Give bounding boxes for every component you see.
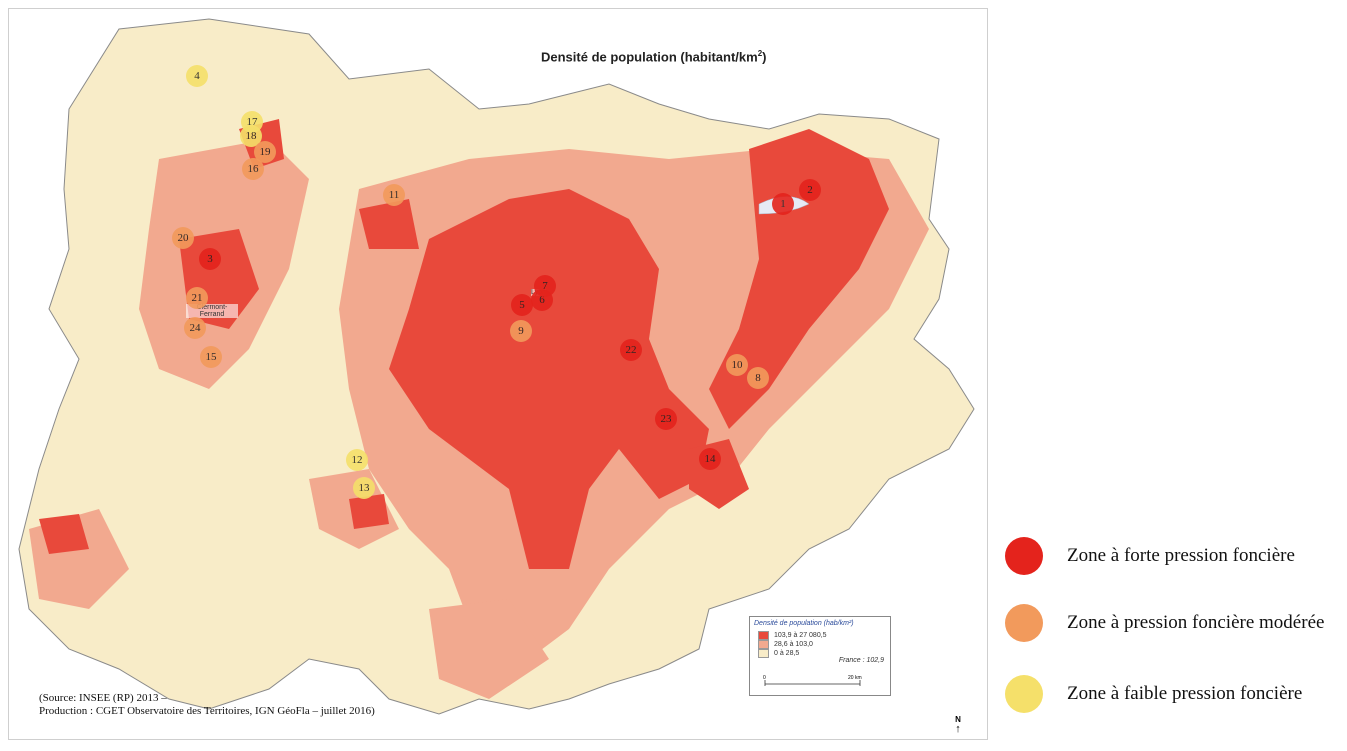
zone-marker-18: 18 [240,125,262,147]
map-title: Densité de population (habitant/km2) [541,49,767,65]
density-class-label: 103,9 à 27 080,5 [774,632,827,639]
zone-marker-3: 3 [199,248,221,270]
source-line-1: (Source: INSEE (RP) 2013 – [39,692,167,704]
scale-bar: 0 20 km [763,675,862,686]
zone-marker-10: 10 [726,354,748,376]
zone-marker-19: 19 [254,141,276,163]
north-arrow: N ↑ [951,715,965,735]
pressure-legend-item-moderee: Zone à pression foncière modérée [1005,604,1337,642]
density-legend-row-high: 103,9 à 27 080,5 [750,631,890,640]
zone-marker-9: 9 [510,320,532,342]
pressure-legend-label: Zone à pression foncière modérée [1067,612,1325,633]
pressure-legend-label: Zone à faible pression foncière [1067,683,1303,704]
zone-marker-23: 23 [655,408,677,430]
north-label: N [955,715,961,724]
zone-marker-8: 8 [747,367,769,389]
zone-marker-7: 7 [534,275,556,297]
zone-marker-21: 21 [186,287,208,309]
orange-circle-icon [1005,604,1043,642]
zone-marker-5: 5 [511,294,533,316]
density-legend-title: Densité de population (hab/km²) [754,620,854,627]
france-average: France : 102,9 [838,657,884,664]
zone-marker-2: 2 [799,179,821,201]
density-legend-row-mid: 28,6 à 103,0 [750,640,890,649]
zone-marker-22: 22 [620,339,642,361]
map-panel: Densité de population (habitant/km2) Cle… [8,8,988,740]
pressure-legend-label: Zone à forte pression foncière [1067,545,1295,566]
zone-marker-24: 24 [184,317,206,339]
density-legend: Densité de population (hab/km²) 103,9 à … [749,616,891,696]
source-line-2: Production : CGET Observatoire des Terri… [39,705,375,717]
swatch-high [758,631,769,640]
density-class-label: 28,6 à 103,0 [774,641,813,648]
yellow-circle-icon [1005,675,1043,713]
zone-marker-14: 14 [699,448,721,470]
zone-marker-11: 11 [383,184,405,206]
density-legend-row-low: 0 à 28,5 [750,649,890,658]
north-arrow-icon: ↑ [955,723,961,735]
red-circle-icon [1005,537,1043,575]
swatch-low [758,649,769,658]
zone-marker-12: 12 [346,449,368,471]
zone-marker-15: 15 [200,346,222,368]
scale-zero: 0 [763,675,766,681]
zone-marker-20: 20 [172,227,194,249]
region-map [18,18,975,715]
pressure-legend-item-forte: Zone à forte pression foncière [1005,537,1337,575]
scale-end: 20 km [848,675,862,681]
zone-marker-13: 13 [353,477,375,499]
source-credit: (Source: INSEE (RP) 2013 – Production : … [39,692,375,718]
zone-marker-16: 16 [242,158,264,180]
density-class-label: 0 à 28,5 [774,650,800,657]
zone-marker-1: 1 [772,193,794,215]
zone-marker-4: 4 [186,65,208,87]
pressure-legend-item-faible: Zone à faible pression foncière [1005,675,1337,713]
swatch-mid [758,640,769,649]
